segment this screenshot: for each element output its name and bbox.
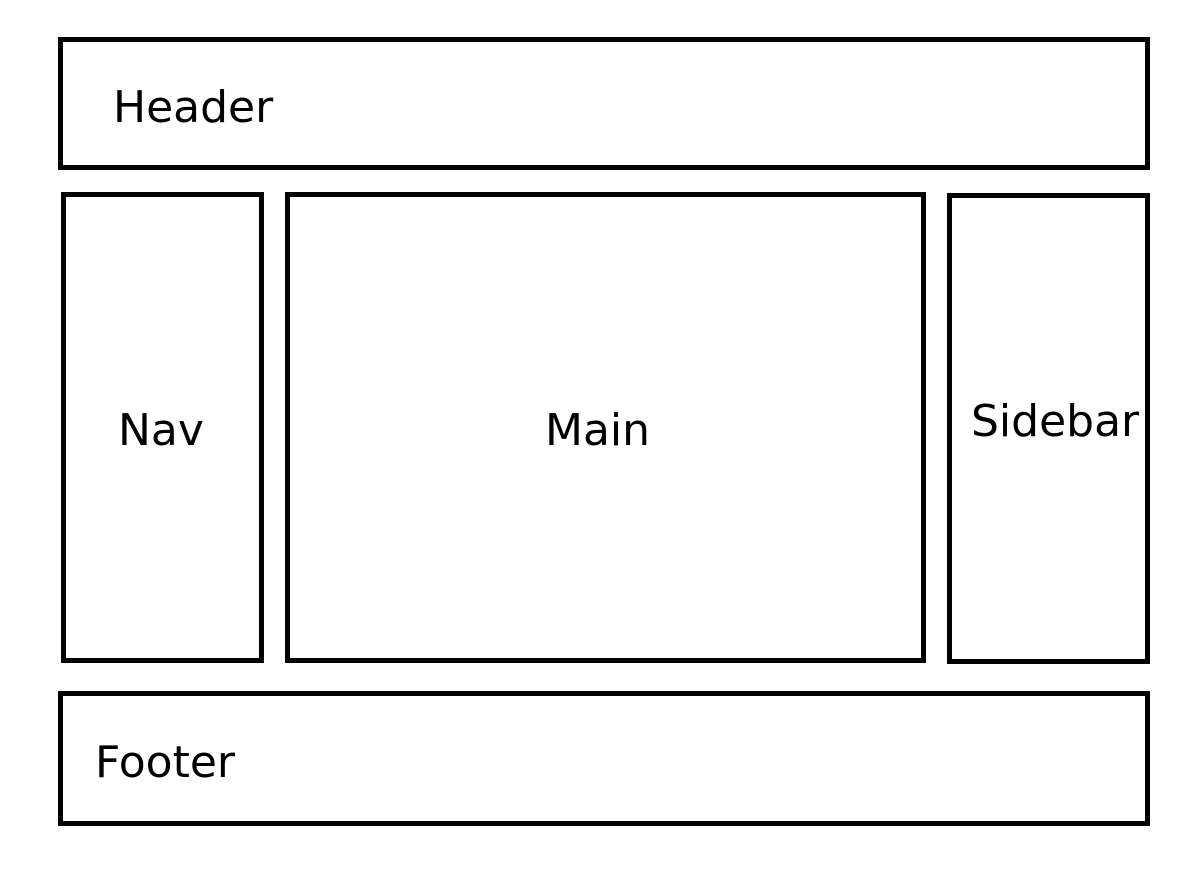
header-region: Header (58, 37, 1150, 170)
footer-label: Footer (95, 737, 235, 788)
sidebar-region: Sidebar (947, 193, 1150, 664)
main-label: Main (545, 405, 651, 456)
nav-region: Nav (61, 192, 264, 663)
footer-region: Footer (58, 691, 1150, 826)
sidebar-label: Sidebar (971, 396, 1140, 447)
header-label: Header (113, 82, 274, 133)
nav-label: Nav (118, 405, 204, 456)
main-region: Main (285, 192, 926, 663)
